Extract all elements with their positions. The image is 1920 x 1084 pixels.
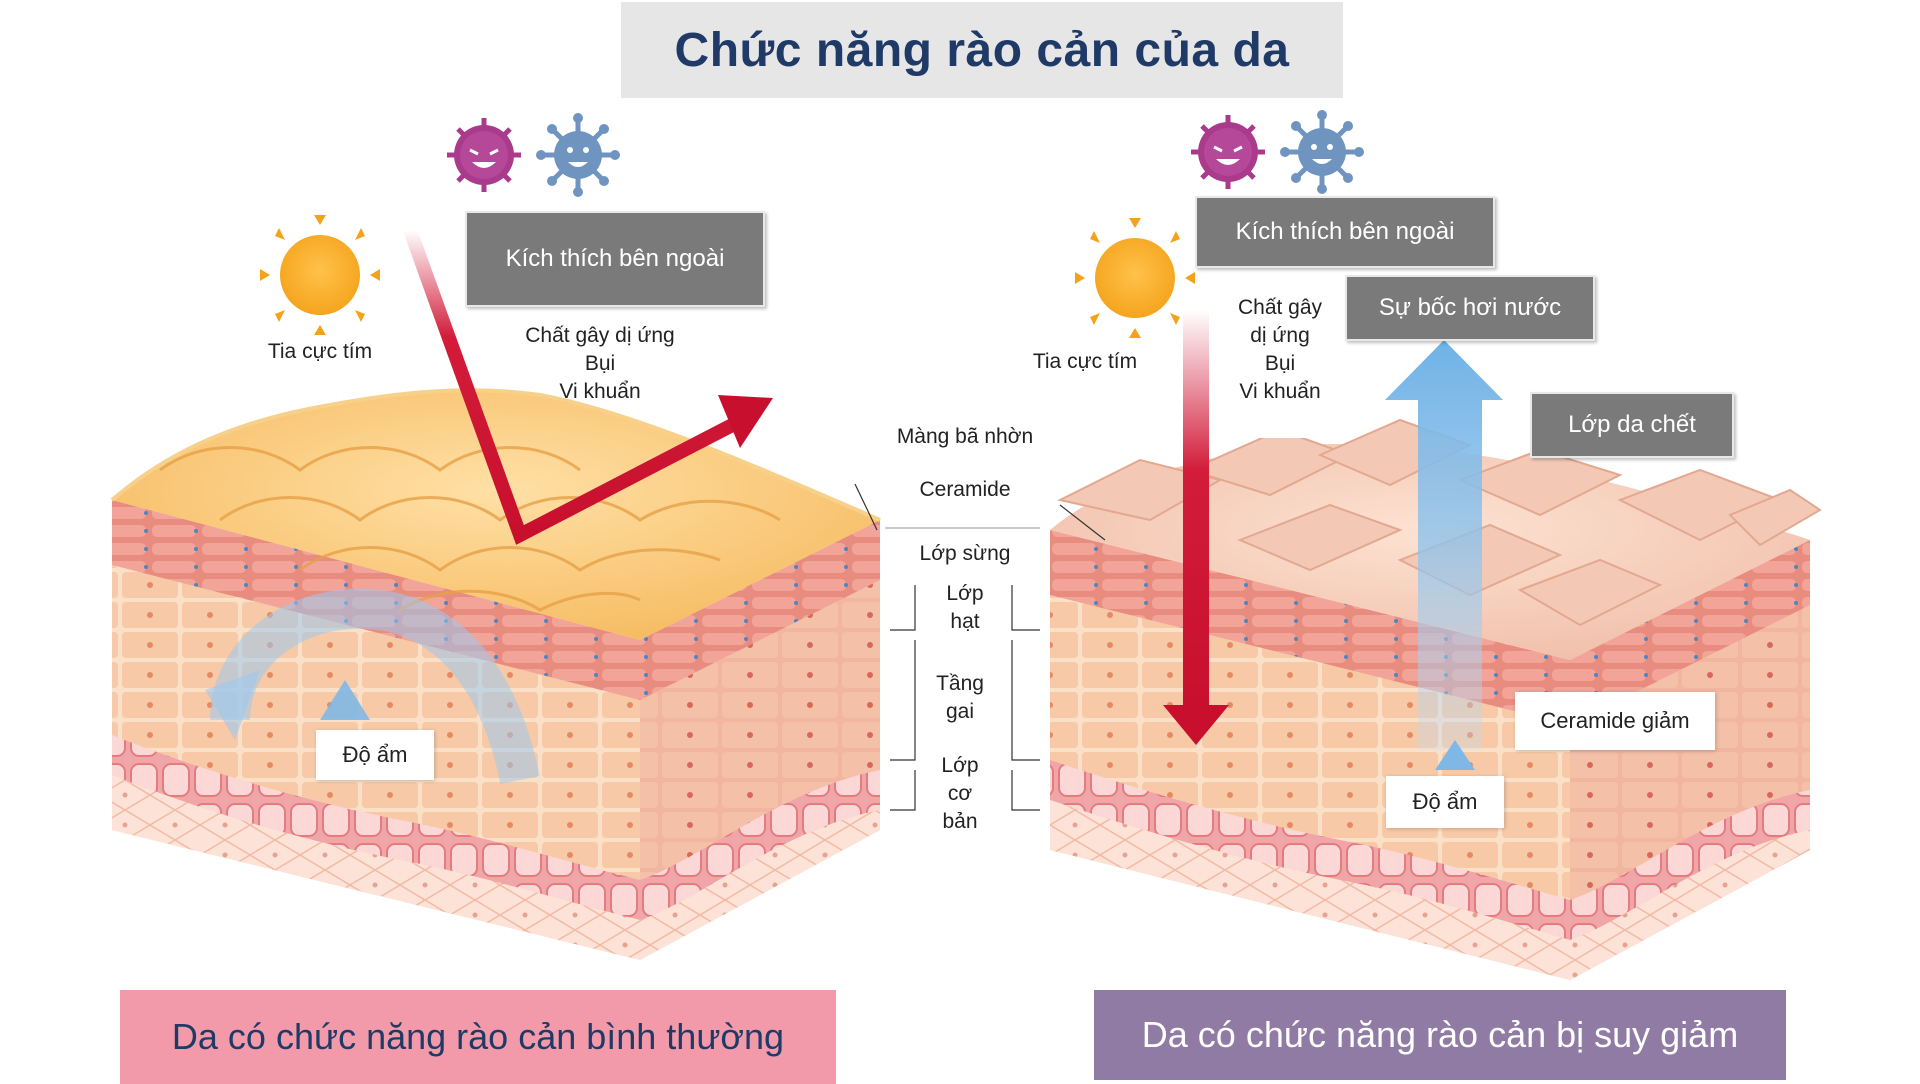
right-allergens-label: Chất gây dị ứng Bụi Vi khuẩn xyxy=(1237,296,1323,403)
right-germ-blue-icon xyxy=(1280,110,1364,194)
left-uv-label: Tia cực tím xyxy=(267,340,373,363)
right-sun-icon xyxy=(1075,218,1195,338)
right-skin-block xyxy=(1050,340,1822,980)
right-moisture-box: Độ ẩm xyxy=(1386,776,1504,828)
left-moisture-box: Độ ẩm xyxy=(316,730,434,780)
left-external-stimulus-box: Kích thích bên ngoài xyxy=(465,211,765,307)
spinous-layer-label: Tầng gai xyxy=(936,672,984,723)
left-germ-blue-icon xyxy=(536,113,620,197)
right-external-stimulus-label: Kích thích bên ngoài xyxy=(1235,218,1455,245)
ceramide-decrease-box: Ceramide giảm xyxy=(1515,692,1715,750)
horny-layer-label: Lớp sừng xyxy=(919,542,1011,565)
sebum-label: Màng bã nhờn xyxy=(896,425,1034,448)
right-external-stimulus-box: Kích thích bên ngoài xyxy=(1195,196,1495,268)
granular-layer-label: Lớp hạt xyxy=(946,582,984,633)
page-title: Chức năng rào cản của da xyxy=(674,23,1290,77)
dead-skin-box: Lớp da chết xyxy=(1530,392,1734,458)
right-uv-label: Tia cực tím xyxy=(1032,350,1138,373)
left-uv-reflect-arrow xyxy=(403,227,773,545)
left-caption: Da có chức năng rào cản bình thường xyxy=(120,990,836,1084)
left-sun-icon xyxy=(260,215,380,335)
left-external-stimulus-label: Kích thích bên ngoài xyxy=(505,245,725,272)
right-allergens-panel xyxy=(1218,288,1342,438)
left-germ-purple-icon xyxy=(447,118,521,192)
left-allergens-label: Chất gây dị ứng Bụi Vi khuẩn xyxy=(525,324,675,403)
basal-layer-label: Lớp cơ bản xyxy=(941,754,979,833)
title-banner: Chức năng rào cản của da xyxy=(621,2,1343,98)
layer-legend-lines xyxy=(854,483,1106,811)
right-caption: Da có chức năng rào cản bị suy giảm xyxy=(1094,990,1786,1080)
right-uv-penetrate-arrow xyxy=(1163,310,1229,745)
right-germ-purple-icon xyxy=(1191,115,1265,189)
ceramide-label: Ceramide xyxy=(919,478,1011,501)
evaporation-box: Sự bốc hơi nước xyxy=(1345,275,1595,341)
